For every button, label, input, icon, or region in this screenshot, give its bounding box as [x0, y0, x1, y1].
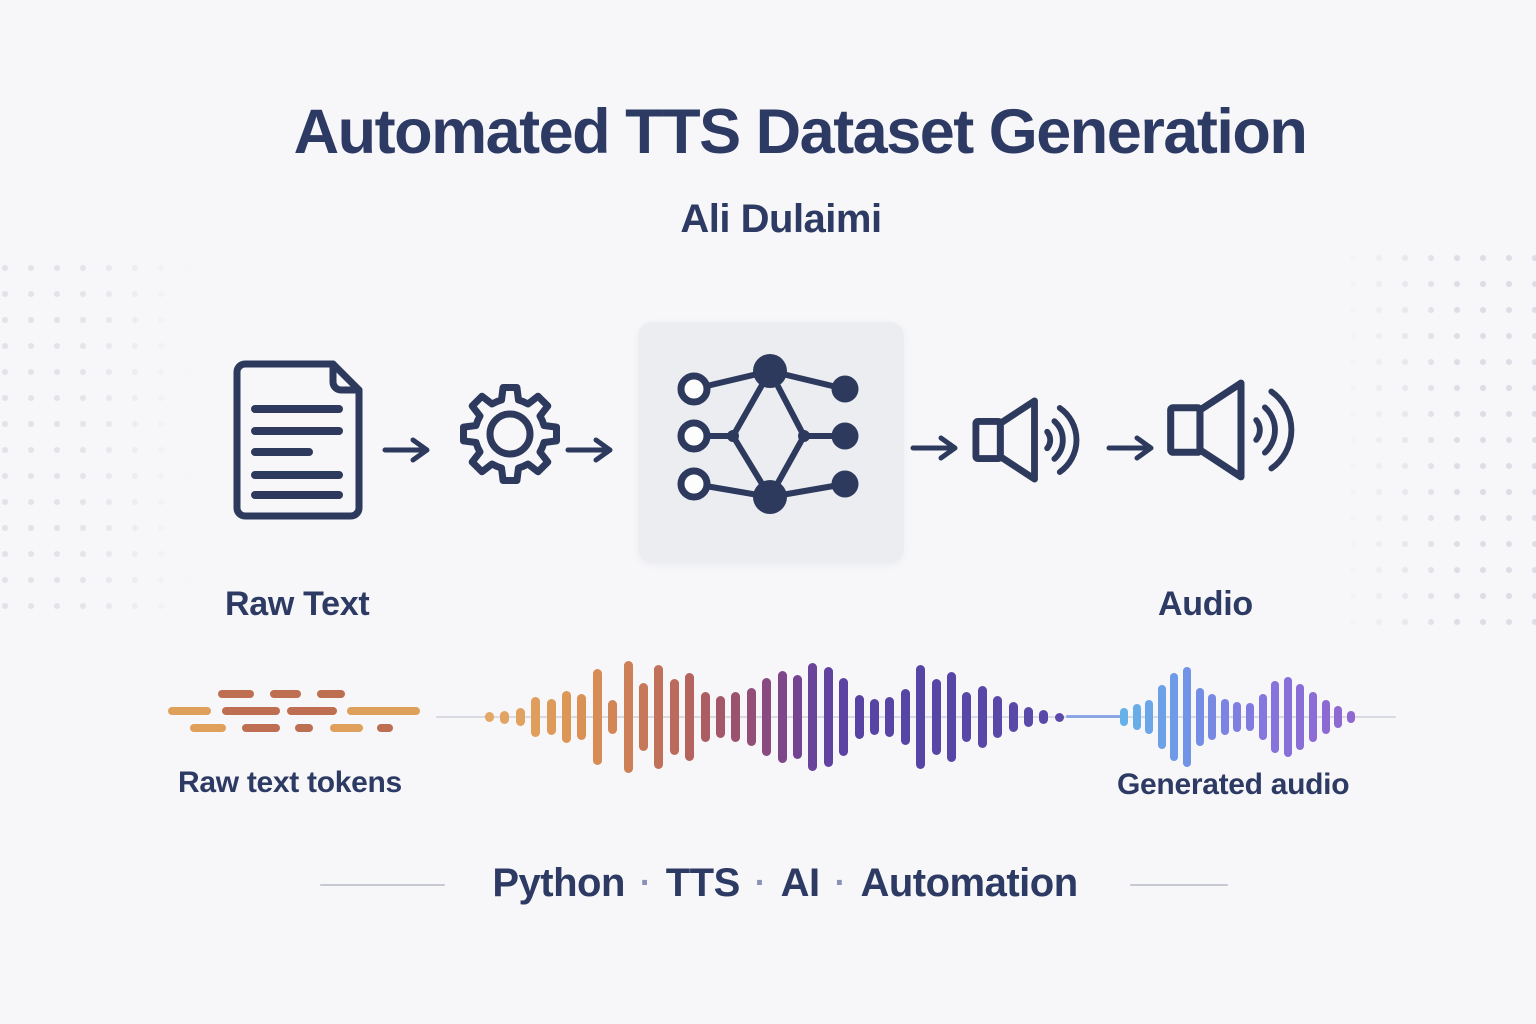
token-dash [330, 724, 363, 732]
waveform-bar [839, 678, 849, 756]
footer-separator: · [834, 864, 846, 902]
token-dash [168, 707, 211, 715]
waveform-bar [916, 665, 926, 769]
audio-label: Audio [1158, 585, 1253, 623]
author-name: Ali Dulaimi [680, 197, 882, 241]
waveform-bar [1283, 677, 1292, 757]
waveform-bar [1271, 681, 1280, 753]
waveform-bar [762, 678, 772, 756]
waveform-bar [562, 691, 571, 743]
waveform-connector-line [1066, 715, 1124, 718]
token-dash [222, 707, 280, 715]
waveform-bar [685, 673, 695, 761]
waveform-bar [531, 697, 541, 737]
waveform-bar [1039, 710, 1049, 724]
raw-text-label: Raw Text [225, 585, 370, 623]
waveform-bar [808, 663, 818, 771]
waveform-baseline [436, 716, 1396, 718]
waveform-bar [900, 689, 910, 745]
footer-rule-right [1130, 884, 1228, 886]
waveform-bar [1220, 699, 1229, 735]
footer-separator: · [754, 864, 766, 902]
waveform-bar [731, 692, 741, 742]
token-dash [295, 724, 313, 732]
footer-tag: Python [492, 861, 625, 905]
footer-separator: · [639, 864, 651, 902]
waveform-bar [1145, 700, 1154, 734]
waveform-bar [546, 699, 556, 735]
waveform-bar [962, 692, 972, 742]
arrow-right-icon [1106, 435, 1154, 461]
waveform-bar [1120, 708, 1128, 726]
waveform-bar [623, 661, 633, 773]
token-dash [317, 690, 345, 698]
waveform-bar [639, 683, 648, 751]
token-dash [270, 690, 301, 698]
gear-icon [460, 384, 560, 484]
document-icon [233, 360, 363, 520]
waveform-bar [1334, 706, 1343, 728]
footer-tag: AI [780, 861, 821, 905]
footer-tag: Automation [860, 861, 1078, 905]
waveform-bar [592, 669, 602, 765]
waveform-bar [1309, 692, 1317, 742]
waveform-bar [931, 679, 941, 755]
waveform-bar [577, 694, 587, 740]
waveform-bar [1008, 702, 1018, 732]
token-dash [347, 707, 420, 715]
waveform-bar [654, 665, 664, 769]
waveform-bar [793, 675, 802, 759]
waveform-bar [515, 708, 525, 726]
waveform-bar [885, 697, 895, 737]
token-dash [377, 724, 393, 732]
waveform-bar [500, 710, 510, 724]
footer-tag: TTS [665, 861, 741, 905]
waveform-bar [1183, 667, 1191, 767]
footer-rule-left [320, 884, 445, 886]
waveform-bar [977, 686, 987, 748]
waveform-bar [1346, 711, 1355, 723]
waveform-bar [485, 712, 494, 722]
arrow-right-icon [382, 437, 430, 463]
page-title: Automated TTS Dataset Generation [293, 97, 1308, 167]
waveform-bar [716, 696, 725, 738]
token-dash [218, 690, 254, 698]
waveform-bar [1195, 688, 1204, 746]
waveform-bar [854, 695, 864, 739]
token-dash [287, 707, 337, 715]
waveform-bar [1024, 707, 1033, 727]
token-dash [190, 724, 226, 732]
waveform-bar [700, 692, 710, 742]
waveform-bar [1054, 712, 1064, 722]
waveform-bar [608, 700, 618, 734]
waveform-bar [1132, 704, 1141, 730]
waveform-bar [993, 696, 1003, 738]
waveform-bar [1321, 700, 1330, 734]
arrow-right-icon [565, 437, 613, 463]
raw-text-tokens-label: Raw text tokens [178, 766, 402, 799]
footer-tags: Python · TTS · AI · Automation [492, 861, 1078, 906]
dot-pattern-left [0, 255, 192, 625]
arrow-right-icon [910, 435, 958, 461]
waveform-bar [669, 679, 679, 755]
token-dash [242, 724, 280, 732]
waveform-bar [823, 667, 833, 767]
waveform-bar [1157, 685, 1166, 749]
generated-audio-label: Generated audio [1117, 768, 1350, 801]
waveform-bar [746, 688, 756, 746]
waveform-bar [1170, 673, 1179, 761]
speaker-icon [972, 397, 1080, 483]
waveform-bar [1233, 702, 1242, 732]
dot-pattern-right [1340, 245, 1536, 635]
neural-network-icon [677, 354, 859, 514]
waveform-bar [870, 699, 879, 735]
neural-network-panel [638, 322, 904, 563]
speaker-icon [1167, 379, 1295, 481]
waveform-bar [947, 672, 956, 762]
waveform-bar [1208, 694, 1217, 740]
waveform-bar [1258, 694, 1267, 740]
waveform-bar [1296, 684, 1305, 750]
waveform-bar [1246, 703, 1254, 731]
waveform-bar [777, 671, 787, 763]
